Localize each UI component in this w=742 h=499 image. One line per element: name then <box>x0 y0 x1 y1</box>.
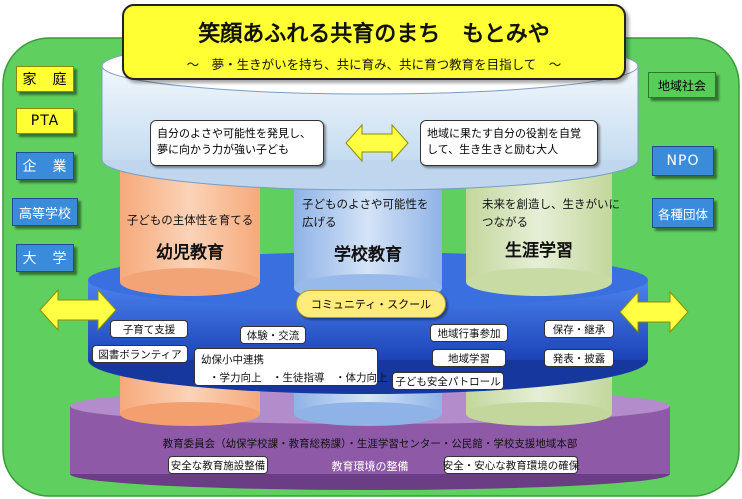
label-npo: NPO <box>652 146 714 176</box>
activity-gakushu: 地域学習 <box>432 349 506 367</box>
goal-child-line2: 夢に向かう力が強い子ども <box>157 143 289 156</box>
label-katei: 家 庭 <box>16 66 74 92</box>
left-double-arrow-icon <box>39 288 117 332</box>
pillar-bottom-gakko <box>294 402 442 426</box>
base-right-box: 安全・安心な教育環境の確保 <box>443 456 579 474</box>
activity-tosho: 図書ボランティア <box>92 345 188 363</box>
activity-taiken: 体験・交流 <box>240 326 306 344</box>
page-title: 笑顔あふれる共育のまち もとみや <box>198 22 550 47</box>
activity-hozon: 保存・継承 <box>544 320 614 338</box>
goal-adult-line1: 地域に果たす自分の役割を自覚 <box>427 127 581 140</box>
label-dantai: 各種団体 <box>652 198 714 228</box>
goal-child-line1: 自分のよさや可能性を発見し、 <box>157 127 311 140</box>
goal-box-child: 自分のよさや可能性を発見し、 夢に向かう力が強い子ども <box>150 120 324 166</box>
activity-happyou: 発表・披露 <box>544 349 614 367</box>
activity-renkei-box: 幼保小中連携 ・学力向上 ・生徒指導 ・体力向上 <box>194 348 388 386</box>
title-box: 笑顔あふれる共育のまち もとみや ～ 夢・生きがいを持ち、共に育み、共に育つ教育… <box>122 4 626 80</box>
pillar-shogai-base <box>466 268 612 296</box>
label-kigyou: 企 業 <box>16 152 74 180</box>
label-daigaku: 大 学 <box>16 244 74 272</box>
label-koukou: 高等学校 <box>12 198 78 226</box>
pillar-shogai-name: 生涯学習 <box>505 241 573 261</box>
base-center-label: 教育環境の整備 <box>331 460 409 473</box>
pillar-yoji-desc: 子どもの主体性を育てる <box>126 213 254 227</box>
pillar-shogai-desc-1: 未来を創造し、生きがいに <box>482 197 620 211</box>
activity-patrol: 子ども安全パトロール <box>392 372 504 390</box>
activity-kosodate: 子育て支援 <box>110 320 188 338</box>
renkei-items: ・学力向上 ・生徒指導 ・体力向上 <box>209 372 388 384</box>
pillar-gakko-name: 学校教育 <box>334 245 402 265</box>
goal-box-adult: 地域に果たす自分の役割を自覚 して、生き生きと励む大人 <box>420 120 598 166</box>
goal-adult-line2: して、生き生きと励む大人 <box>427 143 559 156</box>
label-chiiki: 地域社会 <box>648 72 716 98</box>
center-double-arrow-icon <box>345 123 409 163</box>
base-organizations: 教育委員会（幼保学校課・教育総務課）・生涯学習センター・公民館・学校支援地域本部 <box>162 438 578 450</box>
pillar-shogai-desc-2: つながる <box>482 215 528 229</box>
renkei-title: 幼保小中連携 <box>201 354 264 366</box>
page-subtitle: ～ 夢・生きがいを持ち、共に育み、共に育つ教育を目指して ～ <box>186 57 562 72</box>
pillar-gakko-desc-2: 広げる <box>302 215 337 229</box>
community-school-badge: コミュニティ・スクール <box>296 290 446 318</box>
right-double-arrow-icon <box>619 290 689 334</box>
pillar-yoji-base <box>120 268 260 296</box>
pillar-bottom-yoji <box>120 402 260 426</box>
activity-gyouji: 地域行事参加 <box>430 324 508 342</box>
pillar-bottom-shogai <box>466 402 612 426</box>
pillar-gakko-desc-1: 子どものよさや可能性を <box>302 197 429 211</box>
pillar-yoji-name: 幼児教育 <box>156 243 224 263</box>
base-left-box: 安全な教育施設整備 <box>168 456 268 474</box>
label-pta: PTA <box>16 108 74 134</box>
